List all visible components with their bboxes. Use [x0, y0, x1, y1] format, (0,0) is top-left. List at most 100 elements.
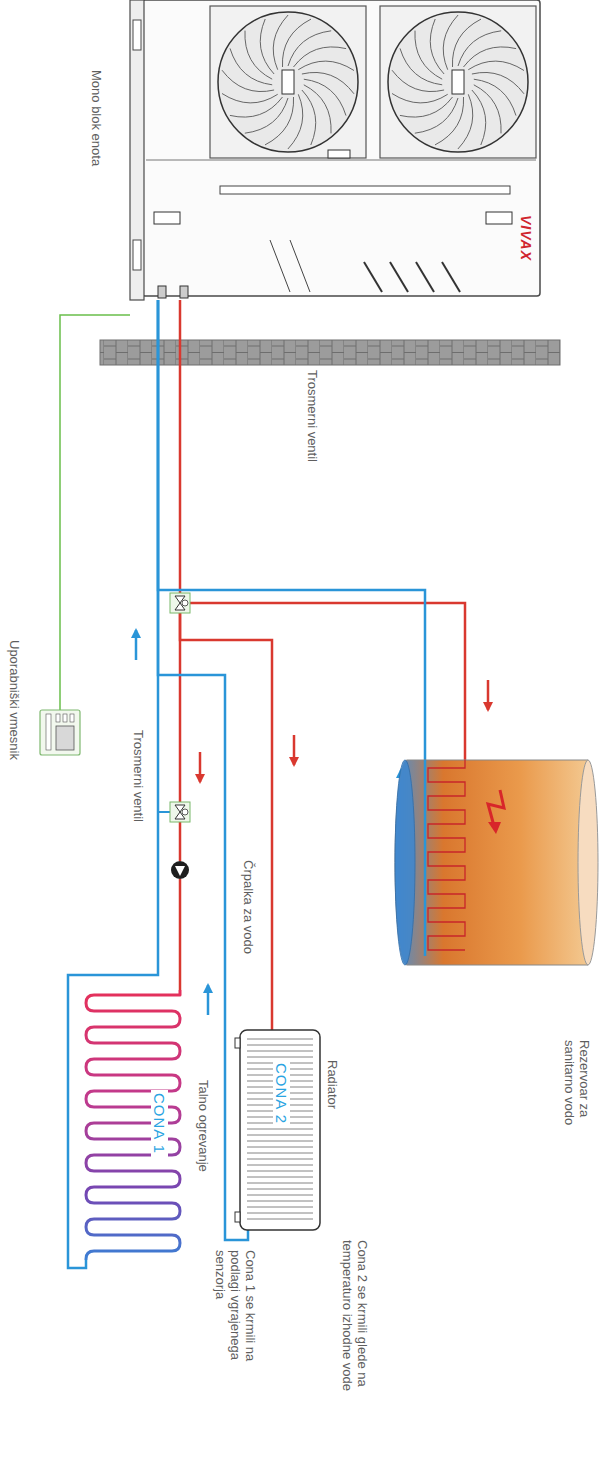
three-way-valve [170, 593, 190, 613]
radiator-box: RadiatorCONA 2 [240, 1030, 320, 1230]
drawing-part [247, 1171, 313, 1172]
drawing-part [288, 94, 303, 149]
controller-box: Uporabniški vmesnik [40, 710, 80, 755]
drawing-part [472, 90, 486, 145]
brand-logo: VIVAX [518, 215, 534, 261]
drawing-part [86, 990, 180, 1260]
drawing-part [247, 1135, 313, 1136]
water-pipe [179, 613, 182, 802]
water-pipe [158, 300, 425, 760]
drawing-part [247, 1051, 313, 1052]
drawing-part [442, 262, 460, 292]
drawing-part [395, 760, 588, 965]
flow-arrow [199, 752, 202, 782]
drawing-part [392, 70, 444, 91]
drawing-part [247, 1219, 313, 1220]
water-pipe [179, 822, 182, 861]
drawing-part [265, 97, 294, 145]
mixing-pipe [158, 811, 170, 813]
drawing-part [56, 726, 74, 750]
mono-block-unit [130, 0, 540, 300]
valve-label: Trosmerni ventil [305, 370, 320, 462]
drawing-part [364, 262, 382, 292]
controller-label: Uporabniški vmesnik [7, 640, 22, 760]
controller [40, 710, 80, 755]
drawing-part [464, 47, 517, 67]
drawing-part [474, 85, 501, 134]
drawing-part [171, 861, 189, 879]
drawing-part [302, 72, 354, 93]
drawing-part [273, 15, 288, 70]
drawing-part [415, 31, 442, 80]
flow-arrow [487, 680, 490, 710]
drawing-part [488, 822, 501, 834]
control-wire [60, 315, 130, 710]
drawing-part [247, 1153, 313, 1154]
drawing-part [247, 1165, 313, 1166]
drawing-part [298, 61, 354, 70]
drawing-part [270, 240, 310, 292]
drawing-part [282, 19, 311, 67]
drawing-part [40, 710, 80, 755]
drawing-part [240, 1030, 320, 1230]
drawing-part [328, 150, 350, 158]
water-pipe [179, 300, 182, 593]
drawing-part [70, 714, 74, 722]
drawing-part [158, 286, 166, 298]
drawing-part [247, 1039, 313, 1040]
drawing-part [400, 48, 442, 84]
drawing-part [247, 1183, 313, 1184]
drawing-part [222, 70, 274, 91]
drawing-part [304, 79, 346, 115]
drawing-part [488, 790, 504, 826]
flow-arrow [207, 985, 210, 1015]
drawing-part [458, 94, 473, 149]
valve-box: Trosmerni ventil [170, 593, 190, 613]
drawing-part [247, 1201, 313, 1202]
drawing-part [395, 760, 415, 965]
drawing-part [170, 802, 190, 822]
drawing-part [468, 61, 524, 70]
drawing-part [247, 1045, 313, 1046]
drawing-part [424, 760, 427, 956]
drawing-part [416, 262, 434, 292]
drawing-part [435, 97, 464, 145]
water-pipe [158, 300, 248, 1240]
drawing-part [578, 760, 598, 965]
drawing-part [235, 1038, 240, 1048]
drawing-part [443, 15, 458, 70]
drawing-part [247, 1057, 313, 1058]
drawing-part [247, 1177, 313, 1178]
drawing-part [235, 1212, 240, 1222]
outdoor-unit: Mono blok enota [130, 0, 540, 300]
floor-heating-box: Talno ogrevanjeCONA 1 [78, 990, 190, 1260]
drawing-part [182, 809, 188, 815]
water-pump [171, 861, 189, 879]
floor-heating-label: Talno ogrevanje [196, 1080, 211, 1172]
valve-box: Trosmerni ventil [170, 802, 190, 822]
drawing-part [294, 47, 347, 67]
drawing-part [282, 70, 294, 94]
drawing-part [452, 70, 464, 94]
drawing-part [392, 94, 448, 103]
flow-arrow [135, 630, 138, 660]
zone-note: Cona 1 se krmili na podlagi vgrajenega s… [213, 1250, 258, 1378]
drawing-part [130, 0, 144, 300]
drawing-part [245, 31, 272, 80]
drawing-part [230, 97, 283, 117]
drawing-part [146, 160, 536, 161]
drawing-part [247, 1141, 313, 1142]
drawing-part [247, 1147, 313, 1148]
drawing-part [428, 760, 465, 950]
pump-label: Črpalka za vodo [241, 860, 256, 954]
unit-label: Mono blok enota [89, 70, 104, 166]
drawing-part [175, 866, 185, 876]
drawing-part [400, 97, 453, 117]
tank-label: Rezervoar za sanitarno vodo [562, 1040, 592, 1140]
water-tank [395, 760, 600, 965]
drawing-part [133, 240, 141, 270]
drawing-part [380, 6, 536, 158]
drawing-part [210, 6, 366, 158]
radiator-label: Radiator [325, 1060, 340, 1109]
